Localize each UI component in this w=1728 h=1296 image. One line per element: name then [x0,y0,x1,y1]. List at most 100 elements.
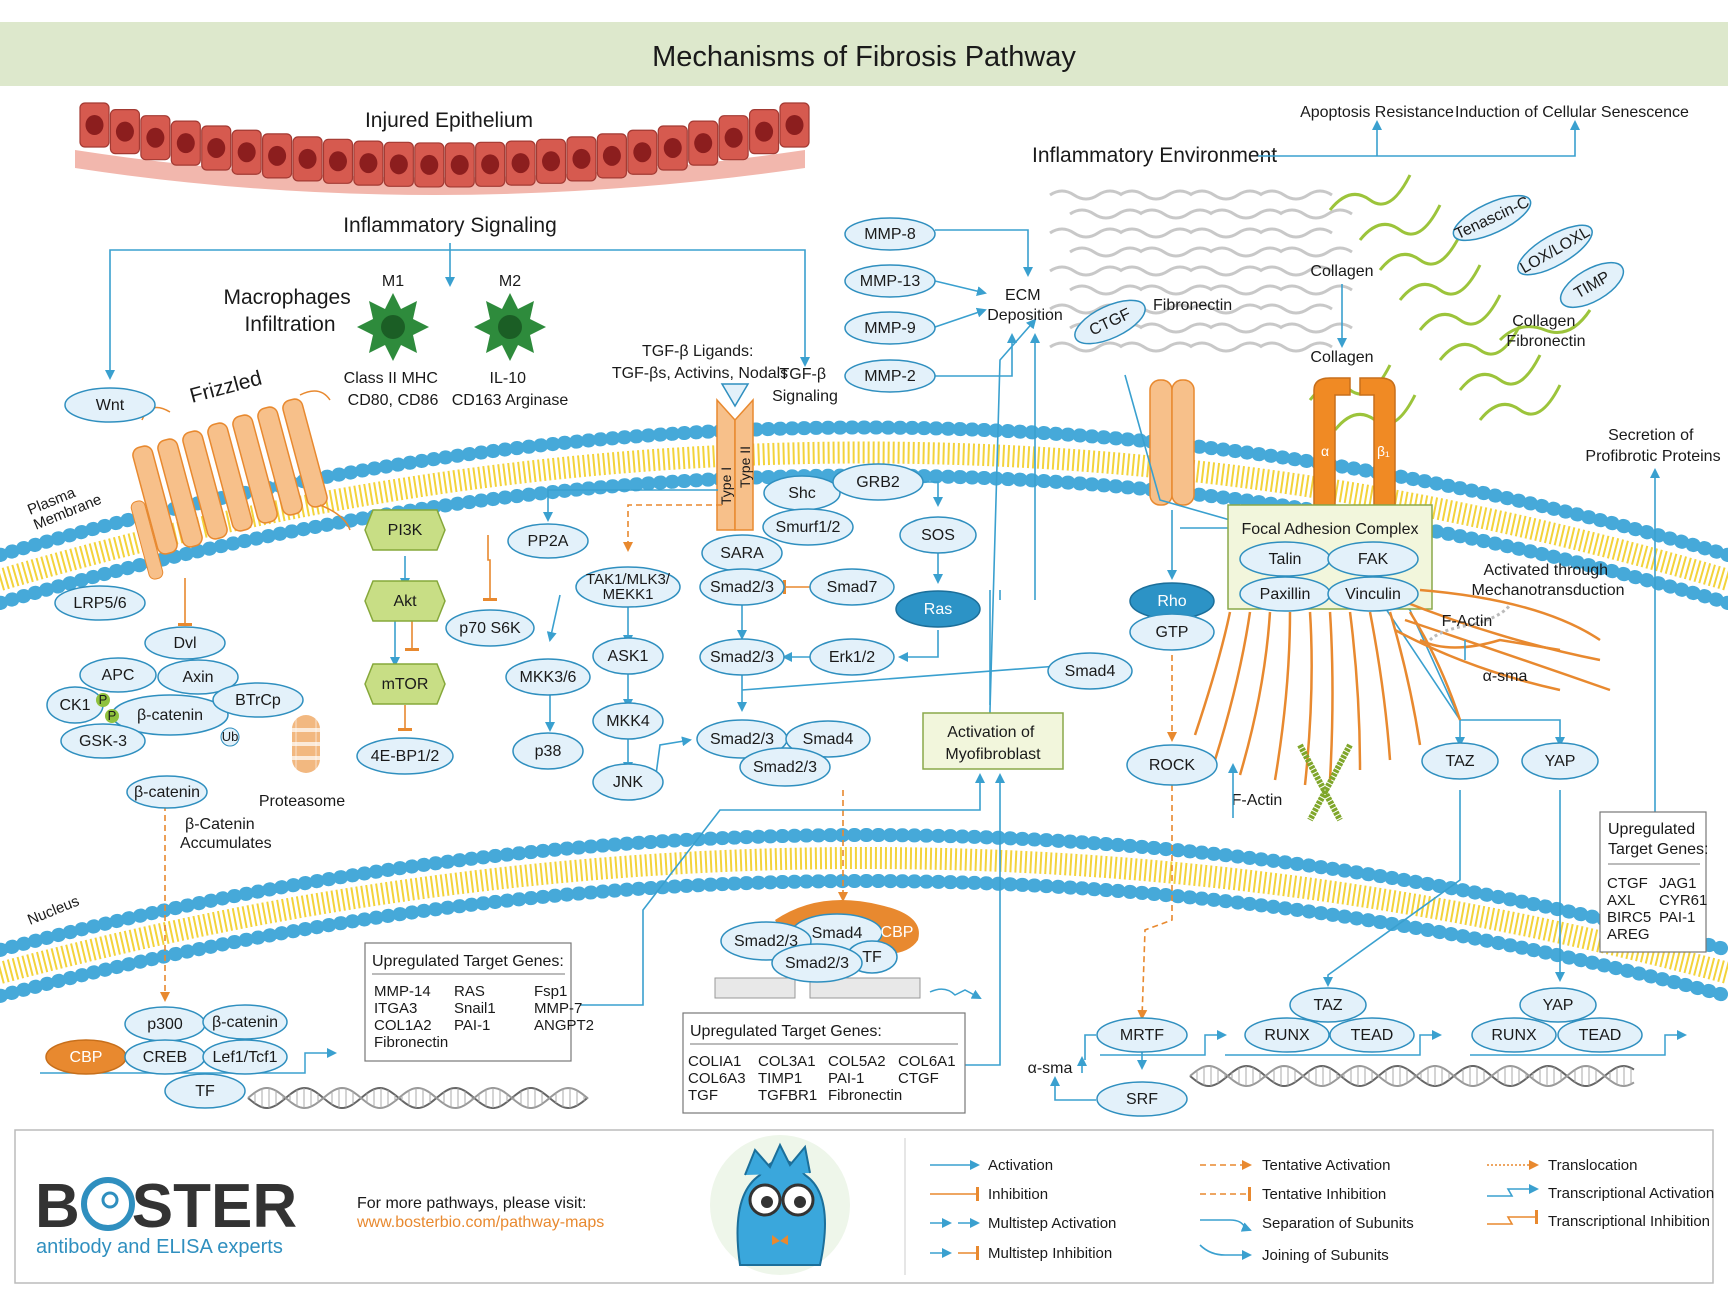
gene-name: COL6A1 [898,1053,956,1070]
legend-multistep-activation: Multistep Activation [930,1215,1116,1232]
cell-nucleus [572,148,591,169]
macrophages-label: Macrophages Infiltration [223,286,356,336]
gene-name: COL3A1 [758,1053,816,1070]
node-jnk: JNK [592,763,664,801]
beta1-label: β₁ [1377,443,1390,459]
ecm-fiber [1069,208,1143,220]
ecm-fiber [1279,322,1353,334]
m1-label: M1 [382,273,404,290]
focal-adhesion-label: Focal Adhesion Complex [1242,521,1419,538]
page-title: Mechanisms of Fibrosis Pathway [652,41,1076,73]
gene-name: CYR61 [1659,892,1707,909]
node-p38: p38 [512,732,584,770]
gene-name: COL1A2 [374,1017,432,1034]
node-label: APC [102,667,135,684]
gene-name: COL5A2 [828,1053,886,1070]
legend-tentative-inhibition: Tentative Inhibition [1200,1186,1386,1203]
node-smad23b: Smad2/3 [699,638,785,676]
title-bar [0,22,1728,86]
ecm-fiber [1279,208,1353,220]
cell-nucleus [602,145,621,166]
svg-text:Tentative Inhibition: Tentative Inhibition [1262,1186,1386,1203]
visit-url[interactable]: www.bosterbio.com/pathway-maps [356,1214,604,1231]
ecm-fiber [1189,227,1263,239]
node-creb: CREB [124,1039,206,1075]
node-label: TAZ [1445,753,1474,770]
node-sara: SARA [701,534,783,572]
svg-text:Upregulated Target Genes:: Upregulated Target Genes: [690,1023,882,1040]
node-label: JNK [613,774,644,791]
node-label: Vinculin [1345,586,1401,603]
plasma-membrane-label: Plasma Membrane [25,476,104,533]
node-fak: FAK [1327,541,1419,577]
node-gtp: GTP [1129,613,1215,651]
collagen-mid-label: Collagen [1310,349,1373,366]
node-axin: Axin [157,659,239,695]
ecm-fiber [1209,322,1283,334]
cell-nucleus [755,121,774,142]
node-label: Talin [1269,551,1302,568]
node-label: ROCK [1149,757,1196,774]
x-shaped-actin-icon [1297,743,1353,822]
svg-text:Transcriptional Inhibition: Transcriptional Inhibition [1548,1213,1710,1230]
ecm-fiber [1119,227,1193,239]
legend: Activation Inhibition Multistep Activati… [930,1157,1714,1264]
gene-name: CTGF [898,1070,939,1087]
gene-name: Fibronectin [374,1034,448,1051]
node-label: Dvl [173,635,196,652]
node-grb2: GRB2 [832,463,924,501]
actin-filaments [1193,588,1611,786]
node-label: TF [195,1083,215,1100]
gene-name: MMP-14 [374,983,431,1000]
m1-macrophage-icon [357,293,429,361]
node-tak1: TAK1/MLK3/MEKK1 [575,566,681,608]
mascot-icon [710,1135,850,1275]
apoptosis-resistance-label: Apoptosis Resistance [1300,104,1454,121]
node-runx2: RUNX [1471,1017,1557,1053]
node-label: Smad2/3 [710,649,774,666]
node-label: TF [862,949,882,966]
node-akt: Akt [364,580,446,622]
node-taz2: TAZ [1289,987,1367,1023]
node-tead1: TEAD [1329,1017,1415,1053]
node-tenascin: Tenascin-C [1452,194,1532,243]
gene-name: TGFBR1 [758,1087,817,1104]
gene-name: PAI-1 [828,1070,864,1087]
cell-nucleus [663,137,682,158]
gene-name: Fibronectin [828,1087,902,1104]
fibronectin-label: Fibronectin [1153,297,1232,314]
node-mmp9: MMP-9 [844,311,936,345]
cell-nucleus [511,153,530,174]
node-label: Smurf1/2 [776,519,841,536]
ecm-label: ECM Deposition [987,287,1063,324]
node-smad7: Smad7 [809,568,895,606]
legend-multistep-inhibition: Multistep Inhibition [930,1245,1112,1262]
gene-name: PAI-1 [1659,909,1695,926]
node-label: Lef1/Tcf1 [213,1049,278,1066]
ecm-fiber [1049,189,1123,201]
ecm-fiber [1189,265,1263,277]
frizzled-label: Frizzled [187,367,264,408]
node-label: 4E-BP1/2 [371,748,440,765]
alpha-label: α [1321,443,1329,459]
collagen-top-label: Collagen [1310,263,1373,280]
ecm-fiber [1069,284,1143,296]
legend-inhibition: Inhibition [930,1186,1048,1203]
node-p70: p70 S6K [445,609,535,647]
ecm-fiber [1279,246,1353,258]
node-label: CK1 [59,697,90,714]
inflammatory-signaling-label: Inflammatory Signaling [343,214,557,237]
ecm-fiber [1119,341,1193,353]
node-bcat: β-catenin [111,694,229,736]
factin-label-2: F-Actin [1232,792,1283,809]
gene-name: ITGA3 [374,1000,417,1017]
node-mrtf: MRTF [1096,1017,1188,1053]
node-label: YAP [1545,753,1576,770]
myofibroblast-box [922,712,1064,770]
node-yap2: YAP [1519,987,1597,1023]
node-label: Smad4 [812,925,863,942]
node-bcat2: β-catenin [126,775,208,809]
cell-nucleus [146,127,165,148]
gene-name: Snail1 [454,1000,496,1017]
